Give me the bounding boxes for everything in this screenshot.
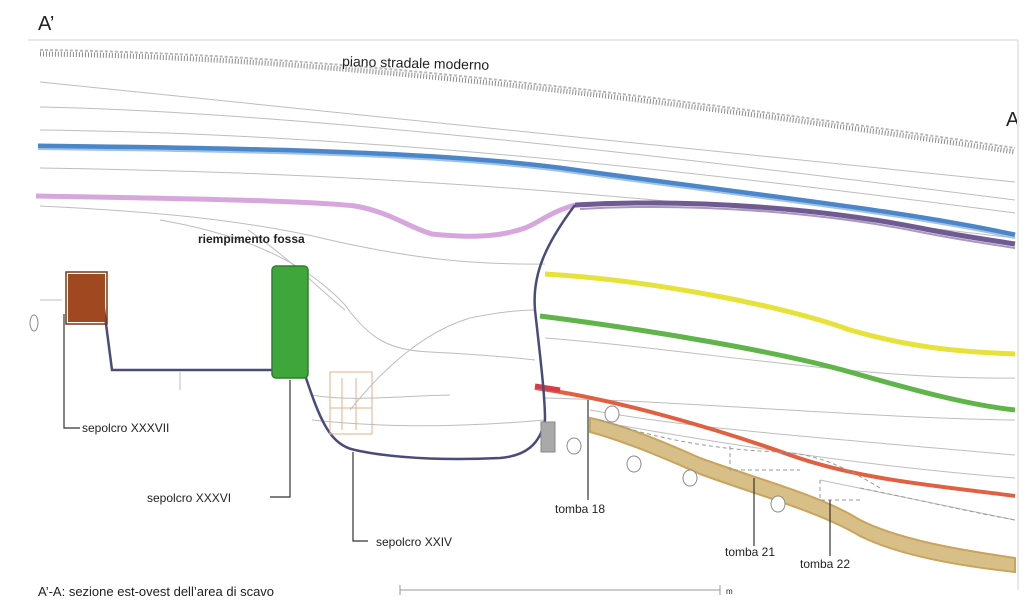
- section-end-right-label: A: [1006, 109, 1020, 131]
- grey-stone-block: [540, 421, 556, 453]
- sepolcro-xxiv-structure: [329, 371, 373, 435]
- sepolcro-xxxvii-label: sepolcro XXXVII: [82, 421, 169, 435]
- purple-layer: [574, 200, 1016, 247]
- tomb-vessels: [29, 314, 786, 513]
- scale-bar-unit: m: [726, 587, 733, 596]
- tomb-cut-dashes: [599, 419, 1016, 521]
- tomba-18-label: tomba 18: [555, 502, 605, 516]
- leader-lines: [63, 314, 831, 556]
- yellow-layer: [544, 271, 1016, 357]
- pit-fill-label: riempimento fossa: [198, 232, 305, 246]
- section-caption: A’-A: sezione est-ovest dell’area di sca…: [38, 584, 274, 599]
- tomba-21-label: tomba 21: [725, 545, 775, 559]
- pit-cut-outline: [98, 204, 577, 461]
- modern-road-surface-layer: [39, 49, 1016, 155]
- road-surface-label: piano stradale moderno: [342, 53, 490, 73]
- sepolcro-xxxvi-label: sepolcro XXXVI: [147, 491, 231, 505]
- sepolcro-xxxvii-structure: [65, 271, 108, 325]
- red-layer: [534, 386, 1016, 498]
- scale-bar: [399, 585, 721, 595]
- green-layer: [539, 313, 1016, 413]
- pink-layer: [35, 193, 576, 239]
- ochre-basal-deposit: [589, 416, 1016, 574]
- sepolcro-xxiv-label: sepolcro XXIV: [376, 535, 452, 549]
- sepolcro-xxxvi-structure: [271, 265, 309, 379]
- section-end-left-label: A’: [38, 13, 54, 35]
- drawing-frame: [28, 39, 1019, 590]
- blue-layer: [37, 143, 1016, 238]
- tomba-22-label: tomba 22: [800, 557, 850, 571]
